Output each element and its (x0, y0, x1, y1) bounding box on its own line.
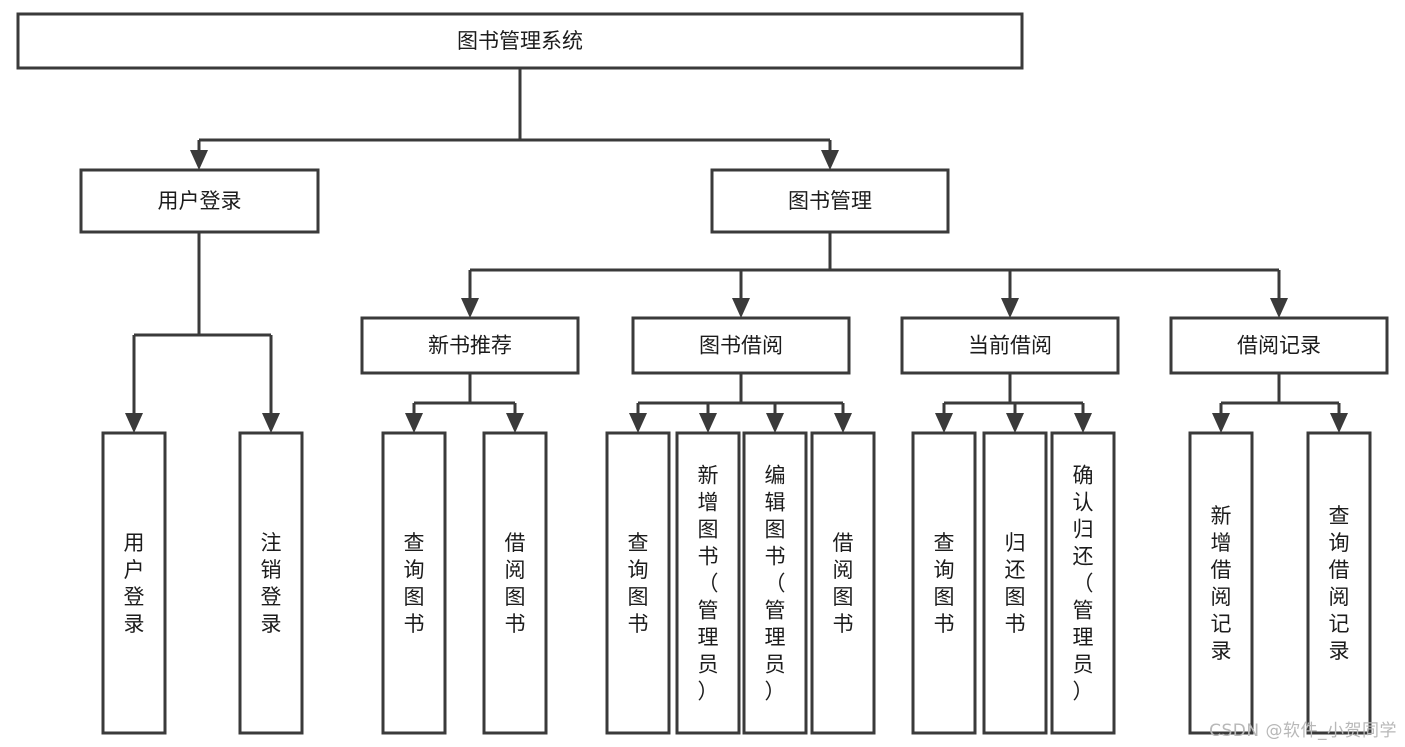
node-label: 用户登录 (158, 189, 242, 213)
node-label: 新增图书（管理员） (698, 464, 719, 704)
node-box[interactable] (810, 431, 876, 735)
arrow-head-icon (190, 150, 208, 170)
node-box[interactable] (675, 431, 741, 735)
node-box[interactable] (381, 431, 447, 735)
node-box[interactable] (911, 431, 977, 735)
node-box[interactable] (79, 168, 320, 234)
node-label: 借阅图书 (505, 531, 526, 636)
node-box[interactable] (900, 316, 1120, 375)
node-leaf-return-book[interactable]: 归还图书 (982, 431, 1048, 735)
node-box[interactable] (482, 431, 548, 735)
node-label: 确认归还（管理员） (1073, 464, 1094, 704)
arrow-head-icon (766, 413, 784, 433)
node-leaf-borrow-book[interactable]: 借阅图书 (810, 431, 876, 735)
node-leaf-add-book[interactable]: 新增图书（管理员） (675, 431, 741, 735)
node-box[interactable] (710, 168, 950, 234)
arrow-head-icon (935, 413, 953, 433)
arrow-head-icon (1330, 413, 1348, 433)
node-label: 查询图书 (934, 531, 955, 636)
node-label: 查询借阅记录 (1329, 504, 1350, 663)
arrow-head-icon (461, 298, 479, 318)
node-leaf-query-borrow-record[interactable]: 查询借阅记录 (1306, 431, 1372, 735)
node-leaf-logout-login[interactable]: 注销登录 (238, 431, 304, 735)
arrow-head-icon (1212, 413, 1230, 433)
node-borrow-record[interactable]: 借阅记录 (1169, 316, 1389, 375)
node-current-borrow[interactable]: 当前借阅 (900, 316, 1120, 375)
node-label: 新增借阅记录 (1211, 504, 1232, 663)
arrow-head-icon (1270, 298, 1288, 318)
node-book-management[interactable]: 图书管理 (710, 168, 950, 234)
node-label: 用户登录 (124, 531, 145, 636)
node-root[interactable]: 图书管理系统 (16, 12, 1024, 70)
arrow-head-icon (1006, 413, 1024, 433)
node-box[interactable] (1050, 431, 1116, 735)
arrow-head-icon (834, 413, 852, 433)
node-label: 借阅图书 (833, 531, 854, 636)
node-box[interactable] (360, 316, 580, 375)
node-label: 归还图书 (1005, 531, 1026, 636)
node-leaf-confirm-return[interactable]: 确认归还（管理员） (1050, 431, 1116, 735)
node-box[interactable] (1169, 316, 1389, 375)
node-label: 编辑图书（管理员） (765, 464, 786, 704)
node-label: 图书借阅 (699, 334, 783, 358)
arrow-head-icon (1074, 413, 1092, 433)
node-box[interactable] (605, 431, 671, 735)
node-book-borrow[interactable]: 图书借阅 (631, 316, 851, 375)
node-box[interactable] (1188, 431, 1254, 735)
node-box[interactable] (631, 316, 851, 375)
node-leaf-add-borrow-record[interactable]: 新增借阅记录 (1188, 431, 1254, 735)
arrow-head-icon (732, 298, 750, 318)
node-box[interactable] (1306, 431, 1372, 735)
node-label: 借阅记录 (1237, 334, 1321, 358)
node-box[interactable] (101, 431, 167, 735)
node-box[interactable] (982, 431, 1048, 735)
node-box[interactable] (742, 431, 808, 735)
node-leaf-query-book-borrow[interactable]: 查询图书 (605, 431, 671, 735)
node-box[interactable] (238, 431, 304, 735)
node-user-login[interactable]: 用户登录 (79, 168, 320, 234)
arrow-head-icon (821, 150, 839, 170)
arrow-head-icon (629, 413, 647, 433)
node-box[interactable] (16, 12, 1024, 70)
node-leaf-edit-book[interactable]: 编辑图书（管理员） (742, 431, 808, 735)
arrow-head-icon (125, 413, 143, 433)
arrow-head-icon (405, 413, 423, 433)
node-leaf-user-login[interactable]: 用户登录 (101, 431, 167, 735)
node-label: 图书管理系统 (457, 29, 583, 53)
arrow-head-icon (506, 413, 524, 433)
arrow-head-icon (699, 413, 717, 433)
node-new-book-recommend[interactable]: 新书推荐 (360, 316, 580, 375)
arrow-head-icon (1001, 298, 1019, 318)
node-label: 注销登录 (261, 531, 282, 636)
node-label: 图书管理 (788, 189, 872, 213)
node-leaf-query-book-current[interactable]: 查询图书 (911, 431, 977, 735)
node-label: 查询图书 (628, 531, 649, 636)
node-label: 当前借阅 (968, 334, 1052, 358)
node-leaf-query-book-rec[interactable]: 查询图书 (381, 431, 447, 735)
node-label: 查询图书 (404, 531, 425, 636)
node-layer: 图书管理系统用户登录图书管理新书推荐图书借阅当前借阅借阅记录用户登录注销登录查询… (16, 12, 1389, 735)
node-label: 新书推荐 (428, 334, 512, 358)
arrow-head-layer (125, 150, 1348, 433)
node-leaf-borrow-book-rec[interactable]: 借阅图书 (482, 431, 548, 735)
arrow-head-icon (262, 413, 280, 433)
